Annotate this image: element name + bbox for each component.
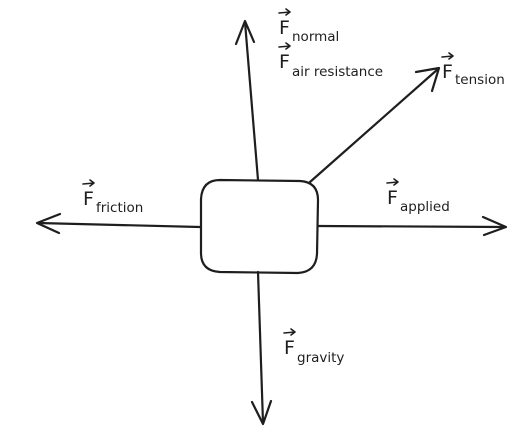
gravity-force-arrow bbox=[250, 270, 273, 426]
tension-force-symbol: F bbox=[442, 61, 453, 83]
normal-force-label: F normal bbox=[278, 8, 339, 45]
applied-force-label: F applied bbox=[386, 178, 450, 215]
friction-force-symbol: F bbox=[83, 188, 94, 210]
object-box bbox=[199, 178, 320, 275]
normal-force-symbol: F bbox=[279, 17, 290, 39]
air-resistance-force-subscript: air resistance bbox=[292, 64, 383, 80]
normal-force-arrow bbox=[234, 19, 260, 182]
applied-force-subscript: applied bbox=[400, 199, 450, 215]
friction-force-arrow bbox=[35, 212, 202, 235]
gravity-force-symbol: F bbox=[284, 337, 295, 359]
gravity-force-subscript: gravity bbox=[297, 350, 344, 366]
gravity-force-label: F gravity bbox=[283, 328, 344, 366]
tension-force-arrow bbox=[308, 66, 441, 184]
applied-force-arrow bbox=[316, 215, 508, 237]
normal-force-subscript: normal bbox=[292, 29, 339, 45]
applied-force-symbol: F bbox=[387, 187, 398, 209]
air-resistance-force-symbol: F bbox=[279, 51, 290, 73]
friction-force-label: F friction bbox=[82, 179, 143, 216]
friction-force-subscript: friction bbox=[96, 200, 143, 216]
tension-force-label: F tension bbox=[441, 52, 505, 88]
tension-force-subscript: tension bbox=[455, 72, 505, 88]
air-resistance-force-label: F air resistance bbox=[278, 42, 383, 80]
